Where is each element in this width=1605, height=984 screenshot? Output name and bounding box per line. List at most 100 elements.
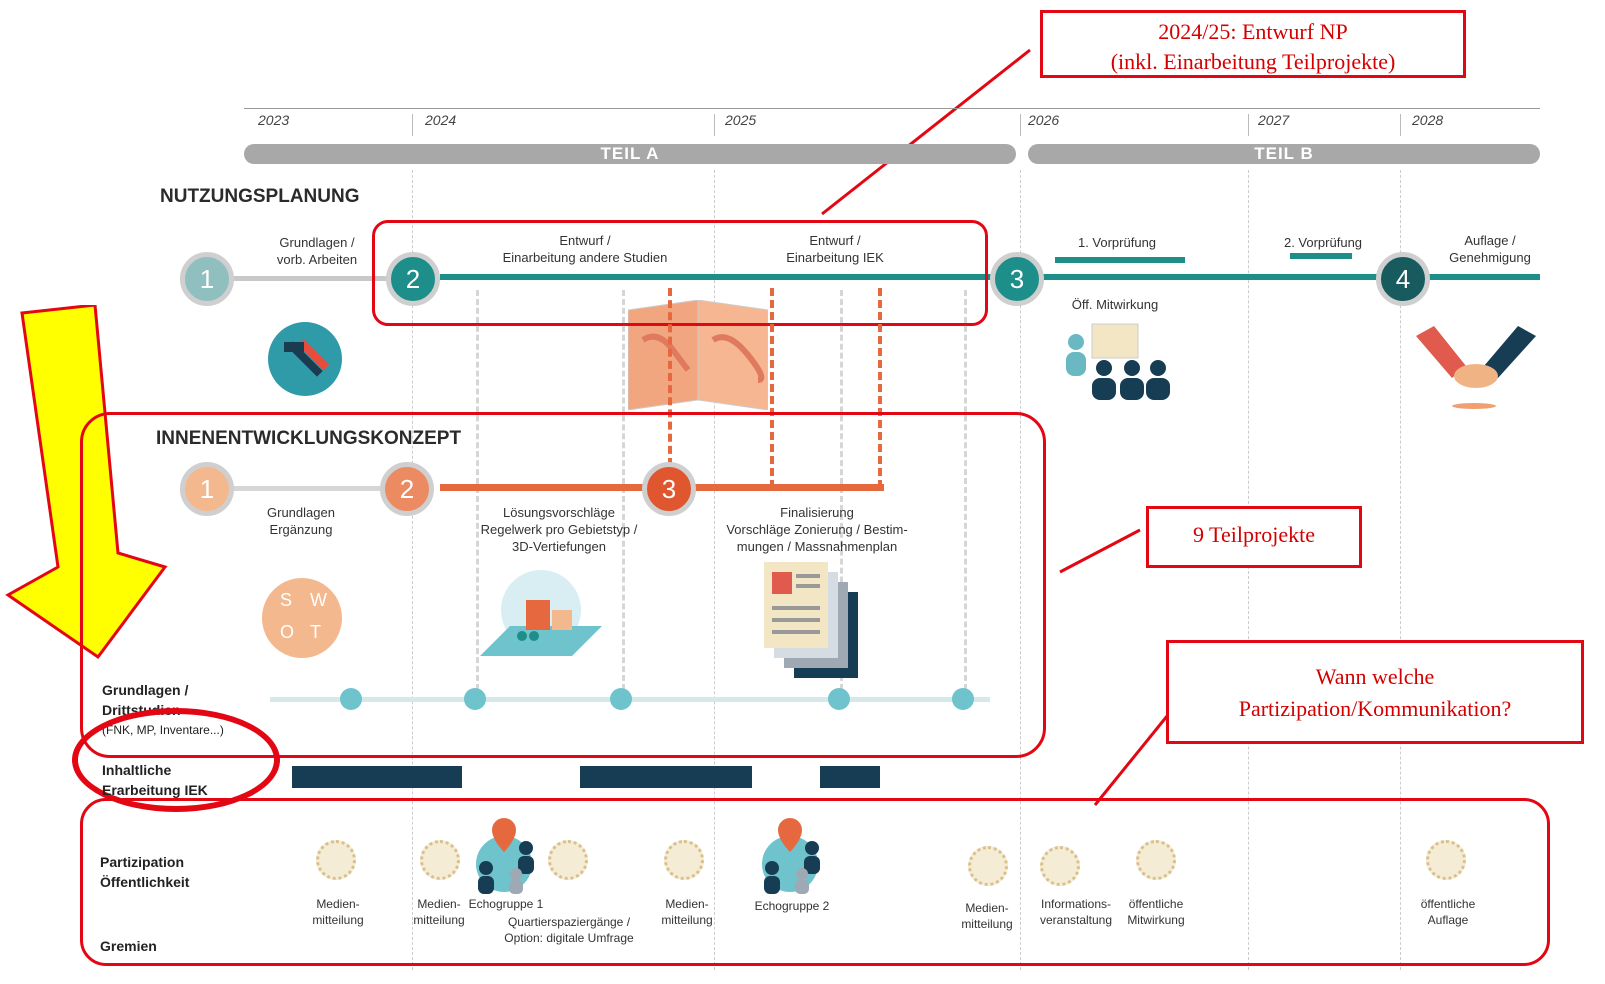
swot-w: W [310, 590, 327, 610]
dashed-connector [964, 290, 967, 690]
np-step-1: 1 [180, 252, 234, 306]
year-tick [1248, 114, 1249, 136]
grundlagen-dot [828, 688, 850, 710]
year-gridline [1020, 170, 1021, 970]
year-2023: 2023 [258, 112, 290, 128]
np-label-entwurf-studien: Entwurf / Einarbeitung andere Studien [470, 232, 700, 266]
label-line: veranstaltung [1039, 913, 1113, 927]
highlight-np-entwurf [372, 220, 988, 326]
label-line: Einarbeitung IEK [786, 250, 884, 265]
label-line: Entwurf / [559, 233, 611, 248]
np-step-2: 2 [386, 252, 440, 306]
label-line: Genehmigung [1449, 250, 1531, 265]
label-line: Quartierspaziergänge / [507, 915, 631, 929]
np-vorpruefung2-bar [1290, 253, 1352, 259]
label-echogruppe-2: Echogruppe 2 [754, 899, 830, 913]
label-line: Erarbeitung IEK [102, 782, 208, 798]
callout-partizipation-line1: Wann welche [1315, 664, 1435, 689]
year-2026: 2026 [1028, 112, 1060, 128]
phase-teil-a: TEIL A [244, 144, 1016, 164]
label-quartier: Quartierspaziergänge / Option: digitale … [494, 914, 644, 946]
label-line: Medien- [965, 901, 1009, 915]
iek-label-finalisierung: Finalisierung Vorschläge Zonierung / Bes… [712, 504, 922, 555]
np-step-3: 3 [990, 252, 1044, 306]
media-icon [968, 846, 1008, 886]
label-echogruppe-1: Echogruppe 1 [468, 897, 544, 911]
label-line: Auflage [1427, 913, 1469, 927]
callout-teilprojekte: 9 Teilprojekte [1146, 506, 1362, 568]
callout-entwurf-line2: (inkl. Einarbeitung Teilprojekte) [1110, 49, 1396, 74]
year-2025: 2025 [725, 112, 757, 128]
red-ellipse-annotation [72, 708, 280, 812]
year-tick [412, 114, 413, 136]
iek-step-2: 2 [380, 462, 434, 516]
hammer-pencil-icon [268, 322, 342, 396]
row-label-gremien: Gremien [100, 938, 157, 954]
media-icon [548, 840, 588, 880]
info-icon [1040, 846, 1080, 886]
swot-t: T [310, 622, 321, 642]
label-line: 3D-Vertiefungen [512, 539, 606, 554]
grundlagen-dot [464, 688, 486, 710]
label-medien-2: Medien- mitteilung [402, 896, 476, 928]
grundlagen-dot [340, 688, 362, 710]
year-gridline [714, 170, 715, 970]
label-line: Regelwerk pro Gebietstyp / [480, 522, 638, 537]
phase-teil-b: TEIL B [1028, 144, 1540, 164]
grundlagen-dot [610, 688, 632, 710]
auflage-icon [1426, 840, 1466, 880]
echogruppe-2-icon [756, 818, 836, 894]
np-label-grundlagen: Grundlagen / vorb. Arbeiten [262, 234, 372, 268]
label-line: Inhaltliche [102, 762, 172, 778]
timeline-axis [244, 108, 1540, 109]
np-label-mitwirkung: Öff. Mitwirkung [1071, 297, 1159, 312]
label-line: Grundlagen / [102, 682, 189, 698]
media-icon [316, 840, 356, 880]
orange-dashed-connector [878, 288, 882, 488]
label-line: Vorschläge Zonierung / Bestim- [726, 522, 908, 537]
iek-label-grundlagen: Grundlagen Ergänzung [246, 504, 356, 538]
section-title-iek: INNENENTWICKLUNGSKONZEPT [156, 428, 462, 449]
iek-line-grey [220, 486, 380, 491]
year-gridline [1248, 170, 1249, 970]
swot-o: O [280, 622, 295, 642]
label-line: Informations- [1040, 897, 1112, 911]
map-plans-illustration [627, 299, 769, 411]
label-line: Grundlagen / [279, 235, 355, 250]
label-line: Medien- [417, 897, 461, 911]
callout-entwurf-line1: 2024/25: Entwurf NP [1158, 19, 1348, 44]
label-line: Grundlagen [267, 505, 335, 520]
label-line: Option: digitale Umfrage [504, 931, 634, 945]
np-label-auflage: Auflage / Genehmigung [1440, 232, 1540, 266]
label-line: vorb. Arbeiten [276, 252, 358, 267]
echogruppe-1-icon [470, 818, 550, 894]
year-2024: 2024 [425, 112, 457, 128]
mitwirkung-icon [1136, 840, 1176, 880]
label-line: Mitwirkung [1127, 913, 1185, 927]
year-gridline [412, 170, 413, 970]
row-label-partizipation: Partizipation Öffentlichkeit [100, 852, 189, 892]
label-line: mitteilung [661, 913, 713, 927]
label-line: öffentliche [1420, 897, 1476, 911]
grundlagen-dot [952, 688, 974, 710]
label-line: Finalisierung [780, 505, 854, 520]
np-label-vorpruefung1: 1. Vorprüfung [1077, 235, 1157, 250]
year-tick [1400, 114, 1401, 136]
np-line-grey [230, 276, 400, 281]
orange-dashed-connector [668, 288, 672, 466]
media-icon [664, 840, 704, 880]
highlight-partizipation [80, 798, 1550, 966]
iek-step-3: 3 [642, 462, 696, 516]
documents-icon [764, 562, 864, 682]
label-line: Entwurf / [809, 233, 861, 248]
label-oeffentliche-auflage: öffentliche Auflage [1408, 896, 1488, 928]
label-line: Einarbeitung andere Studien [502, 250, 668, 265]
year-gridline [1400, 170, 1401, 970]
iek-step-1: 1 [180, 462, 234, 516]
year-2028: 2028 [1412, 112, 1444, 128]
label-medien-3: Medien- mitteilung [652, 896, 722, 928]
np-step-4: 4 [1376, 252, 1430, 306]
label-line: mitteilung [312, 913, 364, 927]
handshake-icon [1416, 326, 1536, 410]
